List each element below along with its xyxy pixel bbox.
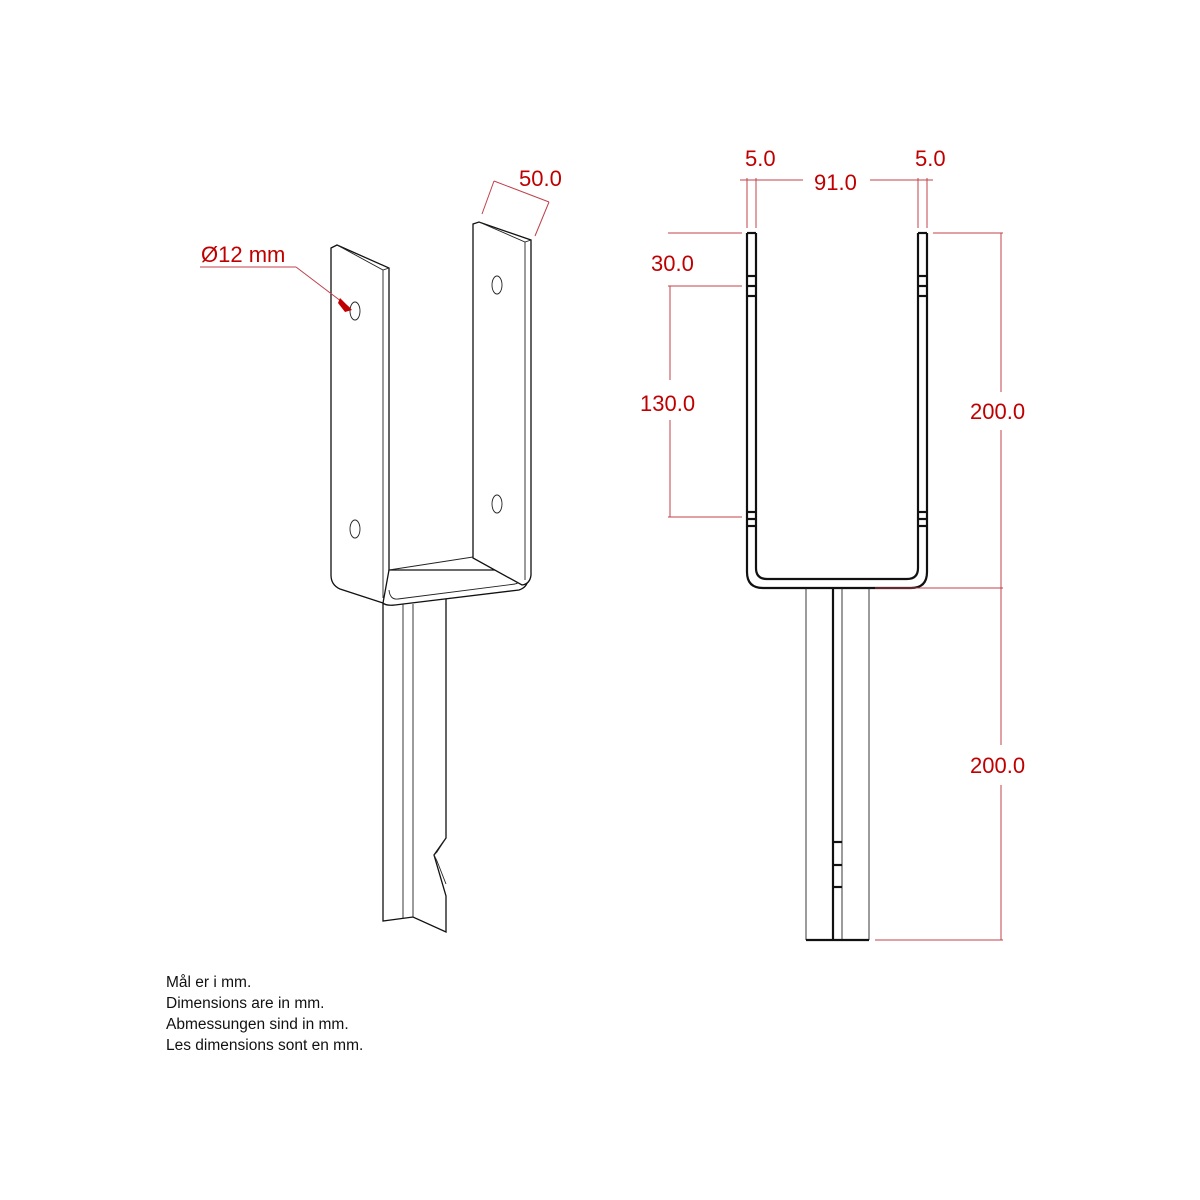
iso-spike bbox=[382, 597, 447, 934]
wall-left-label: 5.0 bbox=[745, 146, 776, 171]
hole-diameter-label: Ø12 mm bbox=[201, 242, 285, 267]
isometric-view: Ø12 mm 50.0 bbox=[200, 166, 562, 934]
note-norwegian: Mål er i mm. bbox=[166, 974, 252, 991]
depth-label: 50.0 bbox=[519, 166, 562, 191]
note-english: Dimensions are in mm. bbox=[166, 995, 325, 1012]
height-dimensions bbox=[875, 232, 1003, 941]
wall-right-label: 5.0 bbox=[915, 146, 946, 171]
spike-length-label: 200.0 bbox=[970, 753, 1025, 778]
hole-diameter-dimension bbox=[200, 266, 352, 312]
note-french: Les dimensions sont en mm. bbox=[166, 1037, 364, 1054]
iso-right-plate bbox=[472, 221, 532, 586]
units-notes: Mål er i mm. Dimensions are in mm. Abmes… bbox=[166, 972, 363, 1056]
iso-left-plate bbox=[330, 244, 390, 604]
front-spike bbox=[805, 588, 870, 942]
front-view: 5.0 91.0 5.0 30.0 130.0 200.0 200.0 bbox=[640, 146, 1025, 942]
note-german: Abmessungen sind in mm. bbox=[166, 1016, 349, 1033]
inner-width-label: 91.0 bbox=[814, 170, 857, 195]
bracket-height-label: 200.0 bbox=[970, 399, 1025, 424]
hole-offset-label: 30.0 bbox=[651, 251, 694, 276]
hole-spacing-label: 130.0 bbox=[640, 391, 695, 416]
depth-dimension bbox=[481, 180, 550, 237]
front-bracket bbox=[745, 231, 929, 590]
hole-position-dimensions bbox=[668, 232, 742, 518]
width-dimensions bbox=[740, 178, 933, 228]
